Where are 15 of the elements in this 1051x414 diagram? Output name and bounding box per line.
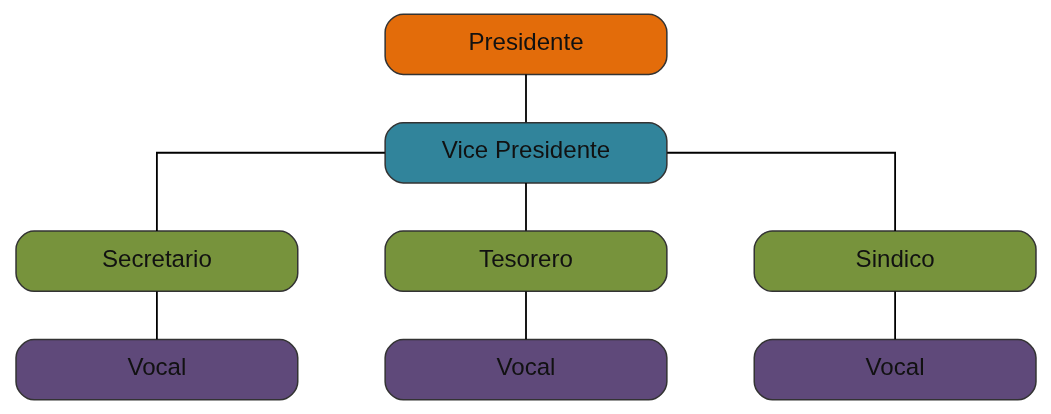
node-box: Sindico xyxy=(753,230,1037,293)
node-box: Vice Presidente xyxy=(383,121,668,184)
connector xyxy=(893,290,896,341)
connector xyxy=(524,73,527,124)
connector xyxy=(524,182,527,232)
node-box: Vocal xyxy=(383,338,668,401)
connector xyxy=(665,151,896,232)
connector xyxy=(524,290,527,341)
connector xyxy=(155,151,386,232)
node-box: Secretario xyxy=(14,230,298,293)
node-box: Vocal xyxy=(753,338,1037,401)
node-box: Presidente xyxy=(383,13,668,76)
node-box: Tesorero xyxy=(383,230,668,293)
connector xyxy=(155,290,158,341)
node-box: Vocal xyxy=(14,338,298,401)
